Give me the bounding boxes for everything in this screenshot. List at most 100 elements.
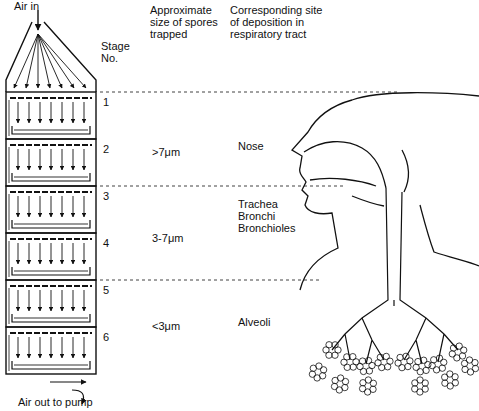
airflow-arrow bbox=[62, 196, 63, 217]
side-channel bbox=[9, 241, 10, 277]
sampler-inlet bbox=[6, 10, 96, 92]
side-channel bbox=[9, 194, 10, 230]
petri-dish bbox=[12, 126, 90, 134]
stage-housing bbox=[6, 92, 96, 139]
airflow-arrow bbox=[18, 243, 19, 264]
stage-number: 1 bbox=[103, 96, 109, 108]
perforated-plate bbox=[10, 191, 92, 193]
airflow-arrow bbox=[29, 243, 30, 264]
airflow-arrow bbox=[62, 102, 63, 123]
deposition-site: Nose bbox=[238, 140, 264, 152]
airflow-arrow bbox=[38, 34, 74, 88]
airflow-arrow bbox=[84, 243, 85, 264]
agar-surface bbox=[14, 364, 88, 366]
airflow-arrow bbox=[40, 290, 41, 311]
agar-surface bbox=[14, 129, 88, 131]
column-heading: Stage No. bbox=[101, 40, 137, 64]
airflow-arrow bbox=[73, 149, 74, 170]
airflow-arrow bbox=[73, 102, 74, 123]
petri-dish bbox=[12, 173, 90, 181]
airflow-arrow bbox=[29, 102, 30, 123]
airflow-arrow bbox=[73, 243, 74, 264]
stage-number: 4 bbox=[103, 237, 109, 249]
airflow-arrow bbox=[26, 34, 38, 88]
stage-housing bbox=[6, 327, 96, 374]
flow-label: Air in bbox=[14, 0, 39, 12]
stage-number: 5 bbox=[103, 284, 109, 296]
airflow-arrow bbox=[40, 102, 41, 123]
airflow-arrow bbox=[29, 337, 30, 358]
airflow-arrow bbox=[62, 149, 63, 170]
airflow-arrow bbox=[51, 243, 52, 264]
sampler-stages bbox=[6, 92, 96, 374]
airflow-arrow bbox=[62, 337, 63, 358]
airflow-arrow bbox=[40, 243, 41, 264]
deposition-site: Alveoli bbox=[238, 316, 270, 328]
deposition-site: Trachea Bronchi Bronchioles bbox=[238, 198, 298, 234]
agar-surface bbox=[14, 317, 88, 319]
spore-size: 3-7μm bbox=[152, 232, 183, 244]
stage-number: 6 bbox=[103, 331, 109, 343]
airflow-arrow bbox=[40, 196, 41, 217]
airflow-arrow bbox=[18, 337, 19, 358]
perforated-plate bbox=[10, 332, 92, 334]
airflow-arrow bbox=[73, 196, 74, 217]
perforated-plate bbox=[10, 97, 92, 99]
airflow-arrow bbox=[73, 337, 74, 358]
stage-number: 3 bbox=[103, 190, 109, 202]
airflow-arrow bbox=[38, 34, 62, 88]
airflow-arrow bbox=[40, 149, 41, 170]
stage-housing bbox=[6, 186, 96, 233]
airflow-arrow bbox=[84, 149, 85, 170]
airflow-arrow bbox=[84, 196, 85, 217]
agar-surface bbox=[14, 270, 88, 272]
airflow-arrow bbox=[29, 196, 30, 217]
petri-dish bbox=[12, 361, 90, 369]
airflow-arrow bbox=[62, 290, 63, 311]
column-heading: Corresponding site of deposition in resp… bbox=[230, 4, 334, 40]
petri-dish bbox=[12, 267, 90, 275]
airflow-arrow bbox=[84, 337, 85, 358]
stage-housing bbox=[6, 280, 96, 327]
side-channel bbox=[9, 100, 10, 136]
airflow-arrow bbox=[84, 290, 85, 311]
airflow-arrow bbox=[38, 34, 39, 88]
perforated-plate bbox=[10, 238, 92, 240]
side-channel bbox=[9, 288, 10, 324]
flow-label: Air out to pump bbox=[18, 396, 93, 408]
petri-dish bbox=[12, 220, 90, 228]
airflow-arrow bbox=[73, 290, 74, 311]
airflow-arrow bbox=[51, 102, 52, 123]
spore-size: <3μm bbox=[152, 320, 180, 332]
airflow-arrow bbox=[14, 34, 38, 88]
airflow-arrow bbox=[62, 243, 63, 264]
airflow-arrow bbox=[18, 102, 19, 123]
airflow-arrow bbox=[38, 34, 50, 88]
airflow-arrow bbox=[18, 149, 19, 170]
stage-number: 2 bbox=[103, 143, 109, 155]
airflow-arrow bbox=[51, 290, 52, 311]
side-channel bbox=[9, 335, 10, 371]
agar-surface bbox=[14, 176, 88, 178]
airflow-arrow bbox=[29, 149, 30, 170]
airflow-arrow bbox=[51, 337, 52, 358]
airflow-arrow bbox=[51, 196, 52, 217]
airflow-arrow bbox=[84, 102, 85, 123]
spore-size: >7μm bbox=[152, 146, 180, 158]
perforated-plate bbox=[10, 144, 92, 146]
airflow-arrow bbox=[18, 196, 19, 217]
airflow-arrow bbox=[51, 149, 52, 170]
airflow-arrow bbox=[40, 337, 41, 358]
divider-line bbox=[100, 92, 400, 280]
stage-housing bbox=[6, 233, 96, 280]
airflow-arrow bbox=[29, 290, 30, 311]
trachea-and-bronchi bbox=[332, 188, 458, 364]
airflow-arrow bbox=[18, 290, 19, 311]
stage-housing bbox=[6, 139, 96, 186]
agar-surface bbox=[14, 223, 88, 225]
side-channel bbox=[9, 147, 10, 183]
alveoli-clusters bbox=[309, 342, 478, 396]
column-heading: Approximate size of spores trapped bbox=[150, 4, 224, 40]
petri-dish bbox=[12, 314, 90, 322]
airflow-arrow bbox=[38, 34, 86, 88]
